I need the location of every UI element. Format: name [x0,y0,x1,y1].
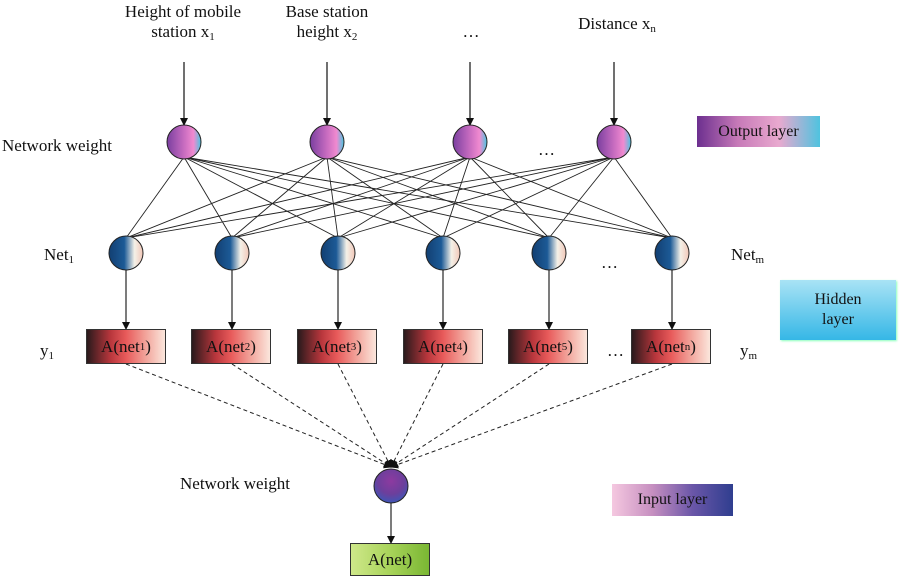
weight-line-3-2 [231,156,471,239]
weight-line-2-6 [326,156,673,239]
net-m-label: Netm [731,245,765,266]
weight-line-1-5 [183,156,550,239]
weight-line-3-4 [442,156,471,239]
connection-lines [122,62,676,544]
y-1-label: y1 [40,341,54,362]
output-box: A(net) [350,543,430,576]
weight-line-2-5 [326,156,550,239]
hidden-ellipsis: … [601,253,618,272]
weight-line-2-4 [326,156,444,239]
hidden-node-2 [214,235,250,271]
weight-line-4-1 [125,156,615,239]
dashed-arrow-1 [125,363,392,469]
weight-line-1-3 [183,156,339,239]
weight-line-3-6 [469,156,673,239]
hidden-node-5 [531,235,567,271]
dashed-arrow-5 [390,363,550,468]
weight-line-1-1 [125,156,185,239]
network-nodes [108,124,690,504]
input-label-2: Base station height x2 [285,2,369,43]
weight-line-4-6 [613,156,673,239]
weight-line-4-4 [442,156,615,239]
weight-line-4-5 [548,156,615,239]
input-label-n: Distance xn [578,14,656,35]
weight-node-3 [452,124,488,160]
weight-line-1-4 [183,156,444,239]
weight-line-4-2 [231,156,615,239]
weight-line-2-2 [231,156,328,239]
hidden-node-4 [425,235,461,271]
weight-line-1-6 [183,156,673,239]
hidden-node-6 [654,235,690,271]
weight-line-4-3 [337,156,615,239]
weight-line-3-1 [125,156,471,239]
network-weight-bottom-label: Network weight [180,474,291,493]
input-layer-tag: Input layer [612,484,733,516]
weight-line-1-2 [183,156,233,239]
dashed-arrow-4 [390,363,444,468]
output-layer-tag: Output layer [697,116,820,147]
weight-line-2-1 [125,156,328,239]
net-1-label: Net1 [44,245,75,266]
network-weight-top-label: Network weight [2,136,113,155]
dashed-arrow-3 [337,363,392,468]
hidden-node-1 [108,235,144,271]
weight-line-2-3 [326,156,339,239]
hidden-node-3 [320,235,356,271]
weight-line-3-3 [337,156,471,239]
box-ellipsis: … [607,341,624,360]
weight-node-4 [596,124,632,160]
input-label-ellipsis: … [462,22,480,41]
top-ellipsis: … [538,140,555,159]
dashed-arrow-2 [231,363,392,468]
input-label-1: Height of mobile station x1 [124,2,242,43]
weight-node-2 [309,124,345,160]
dashed-arrow-6 [390,363,673,469]
output-weight-node [373,468,409,504]
weight-line-3-5 [469,156,550,239]
weight-node-1 [166,124,202,160]
y-m-label: ym [740,341,758,362]
